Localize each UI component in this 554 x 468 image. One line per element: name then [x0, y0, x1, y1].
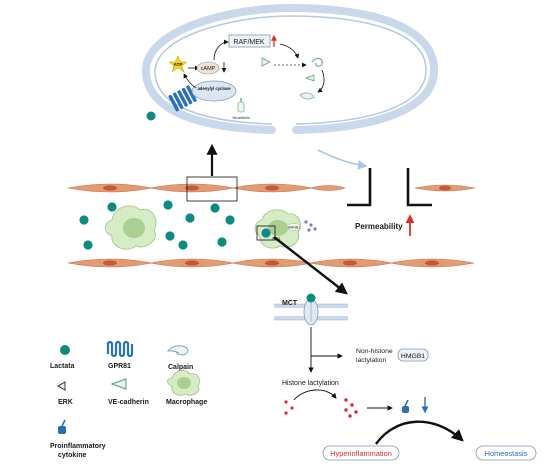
- dna-dots-right: [344, 398, 358, 418]
- legend-erk-label: ERK: [58, 399, 73, 406]
- legend-vecadherin-icon: [110, 378, 127, 390]
- zoom-down-arrow: [273, 236, 348, 295]
- camp-to-rafmek-arrow: [213, 39, 229, 61]
- dna-dots-left: [284, 400, 294, 415]
- macrophage-cell-arg1: HMGB1 Arg1: [254, 209, 302, 249]
- macrophage-cell: [104, 205, 157, 250]
- legend-calpain-icon: [166, 345, 189, 356]
- mct-membrane: [274, 298, 348, 326]
- lactate-entering-mct: [306, 293, 316, 303]
- vecadherin-small-label: Vecadherin: [232, 116, 250, 120]
- cell-to-permeability-arrow: [317, 149, 368, 170]
- cytokine-icon: [402, 399, 409, 413]
- hyperinflammation-box: [322, 445, 400, 461]
- cyclase-to-atp-arrow: [183, 73, 197, 89]
- calpain-icon: [311, 57, 323, 67]
- erk-icon: [261, 57, 271, 67]
- transcription-arcs-arrow: [293, 389, 337, 401]
- vessel-bottom-wall: [67, 258, 475, 268]
- legend-lactate-label: Lactata: [50, 363, 75, 370]
- legend-macrophage-label: Macrophage: [166, 399, 207, 406]
- hyperinflammation-label: Hyperinflammation: [330, 449, 392, 458]
- adenylyl-cyclase-label: adenylyl cyclase: [197, 86, 231, 91]
- legend-macrophage-icon: [167, 370, 200, 396]
- vecadherin-junction-icon: [237, 98, 245, 113]
- legend-gpr81-label: GPR81: [108, 363, 131, 370]
- cell-membrane-outer: [141, 3, 439, 134]
- cleaved-vecad-icon: [299, 92, 315, 100]
- lactate-molecule: [146, 111, 156, 121]
- atp-label: ATP: [174, 62, 183, 67]
- camp-label: cAMP: [201, 66, 216, 72]
- hmgb1-release-dots: [304, 220, 317, 232]
- macrophage-selection-box: [256, 225, 276, 241]
- non-histone-label: Non-histone: [356, 348, 393, 355]
- endothelial-cell-zoom: ATP cAMP adenylyl cyclase RAF/MEK Vecadh…: [141, 3, 439, 134]
- vessel-top-wall: [67, 183, 476, 193]
- zoom-selection-box: [186, 176, 238, 202]
- permeability-gap-marker-right: [406, 168, 432, 207]
- rafmek-to-erk-arrow: [279, 43, 300, 59]
- homeostasis-box: [475, 445, 537, 461]
- legend-calpain-label: Calpain: [168, 364, 193, 371]
- raf-mek-box: [228, 34, 271, 48]
- hmgb1-small-label: HMGB1: [288, 226, 301, 230]
- legend-lactate-icon: [60, 345, 70, 355]
- legend-vecadherin-label: VE-cadherin: [108, 399, 149, 406]
- camp-oval: [196, 61, 220, 75]
- legend: Lactata GPR81 Calpain ERK VE-cadherin Ma…: [50, 340, 207, 459]
- lactate-dots: [79, 200, 271, 250]
- legend-proinflammatory-label: Proinflammatory: [50, 443, 106, 450]
- legend-cytokine-icon: [58, 419, 66, 434]
- cell-membrane-inner: [154, 15, 427, 125]
- calpain-to-vecad-arrow: [317, 69, 325, 93]
- atp-star-icon: [168, 55, 188, 73]
- vecadherin-icon: [305, 74, 315, 82]
- permeability-gap-marker: [347, 168, 372, 207]
- permeability-label: Permeability: [355, 222, 403, 231]
- homeostasis-label: Homeostasis: [485, 449, 528, 458]
- legend-gpr81-icon: [106, 340, 134, 358]
- mct-label: MCT: [282, 300, 298, 307]
- blood-vessel: HMGB1 Arg1 Permeability: [67, 168, 476, 268]
- adenylyl-cyclase-shape: [191, 80, 237, 102]
- hmgb1-box: [397, 348, 429, 362]
- hyper-to-homeo-arrow: [375, 420, 464, 445]
- raf-mek-label: RAF/MEK: [233, 39, 264, 46]
- gpr81-receptor: [168, 85, 197, 112]
- legend-erk-icon: [57, 381, 66, 391]
- legend-cytokine-label: cytokine: [58, 452, 87, 459]
- hmgb1-label: HMGB1: [401, 353, 425, 360]
- lactylation-label: lactylation: [356, 357, 386, 364]
- histone-lactylation-label: Histone lactylation: [282, 380, 339, 387]
